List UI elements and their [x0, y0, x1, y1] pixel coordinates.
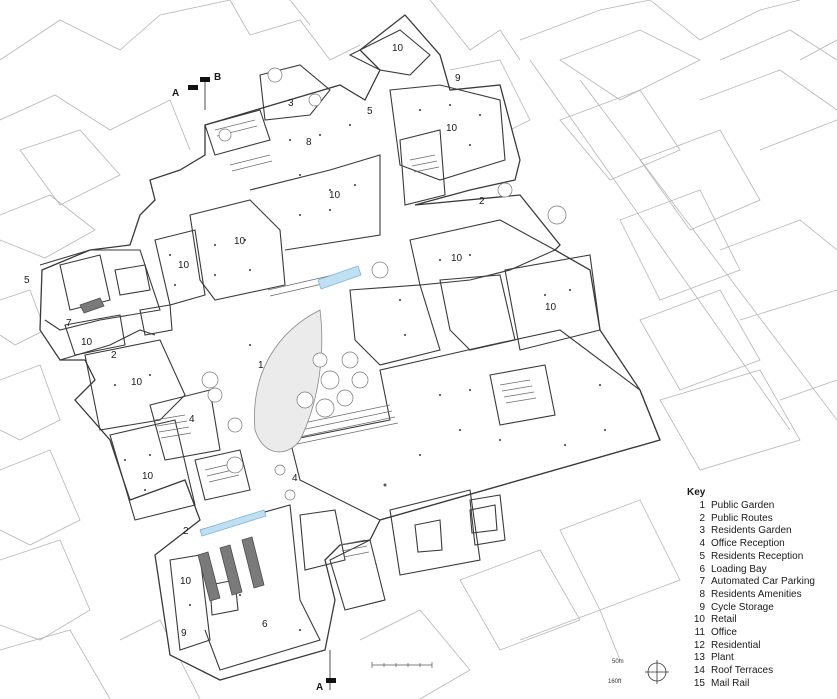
legend-item: 3 Residents Garden [687, 525, 827, 538]
legend-item-label: Automated Car Parking [711, 576, 815, 588]
legend-item-label: Roof Terraces [711, 665, 774, 677]
legend-item-label: Office [711, 627, 737, 639]
legend-item-number: 7 [699, 576, 705, 588]
legend-item-number: 10 [693, 614, 705, 626]
legend-list: 1 Public Garden 2 Public Routes 3 Residents G… [687, 500, 827, 691]
label-7: 7 [66, 318, 72, 329]
legend-item-number: 4 [699, 538, 705, 550]
legend-item-number: 3 [699, 525, 705, 537]
legend-item-number: 12 [693, 639, 705, 651]
label-2: 2 [183, 526, 189, 537]
structural-columns [113, 103, 607, 632]
legend-item: 4 Office Reception [687, 538, 827, 551]
label-6: 6 [262, 619, 268, 630]
label-10: 10 [451, 253, 463, 264]
legend-item: 12 Residential [687, 640, 827, 653]
legend-item: 14 Roof Terraces [687, 665, 827, 678]
legend-item: 7 Automated Car Parking [687, 576, 827, 589]
legend-item-label: Residents Reception [711, 550, 804, 562]
legend-item-label: Cycle Storage [711, 601, 774, 613]
legend-item-label: Residential [711, 639, 761, 651]
label-10: 10 [392, 43, 404, 54]
legend-item-number: 9 [699, 601, 705, 613]
stair-hatching [154, 119, 537, 558]
legend-item-number: 11 [694, 627, 705, 639]
label-5: 5 [367, 106, 373, 117]
legend-item-label: Residents Garden [711, 525, 792, 537]
legend-item-number: 6 [699, 563, 705, 575]
section-label-a: A [172, 88, 179, 99]
label-10: 10 [178, 260, 190, 271]
vehicles [79, 297, 265, 602]
legend-item: 1 Public Garden [687, 500, 827, 513]
section-markers [188, 77, 336, 690]
label-10: 10 [180, 576, 192, 587]
label-4: 4 [292, 473, 298, 484]
label-2: 2 [479, 196, 485, 207]
legend-item: 6 Loading Bay [687, 564, 827, 577]
label-8: 8 [306, 137, 312, 148]
scale-bar [371, 662, 433, 668]
legend-item-number: 1 [699, 500, 705, 511]
water-features [199, 265, 362, 537]
plan-number-labels: 10 10 10 10 10 10 10 10 10 10 10 9 9 3 5… [24, 43, 557, 693]
section-label-a: A [316, 682, 323, 693]
label-9: 9 [181, 628, 187, 639]
legend-item: 10 Retail [687, 614, 827, 627]
legend-item: 8 Residents Amenities [687, 589, 827, 602]
legend-item-number: 5 [699, 550, 705, 562]
building-walls [39, 14, 661, 681]
legend-item-label: Office Reception [711, 538, 785, 550]
north-arrow [645, 660, 669, 684]
scale-imperial-label: 160ft [608, 679, 622, 685]
interior-walls [39, 29, 661, 671]
legend-item-label: Loading Bay [711, 563, 767, 575]
legend-item-label: Mail Rail [711, 677, 750, 689]
legend-item: 13 Plant [687, 652, 827, 665]
legend-item: 9 Cycle Storage [687, 602, 827, 615]
legend-item-number: 14 [693, 665, 705, 677]
label-10: 10 [545, 302, 557, 313]
label-5: 5 [24, 275, 30, 286]
legend-item-number: 2 [699, 512, 705, 524]
legend-item-label: Plant [711, 652, 734, 664]
legend-item-label: Public Routes [711, 512, 773, 524]
legend-item-label: Residents Amenities [711, 588, 802, 600]
legend-item-number: 15 [693, 677, 705, 689]
label-10: 10 [142, 471, 154, 482]
legend-item: 5 Residents Reception [687, 551, 827, 564]
label-10: 10 [131, 377, 143, 388]
legend-item-number: 13 [693, 652, 705, 664]
label-1: 1 [258, 360, 264, 371]
legend-item: 2 Public Routes [687, 513, 827, 526]
scale-metric-label: 50m [612, 659, 624, 665]
public-garden [201, 67, 567, 501]
section-label-b: B [214, 72, 221, 83]
label-10: 10 [234, 236, 246, 247]
legend-title: Key [687, 487, 706, 498]
label-10: 10 [81, 337, 93, 348]
legend-item-label: Retail [711, 614, 737, 626]
label-10: 10 [446, 123, 458, 134]
label-4: 4 [189, 414, 195, 425]
label-2: 2 [111, 350, 117, 361]
legend-item-label: Public Garden [711, 500, 775, 511]
legend-item: 15 Mail Rail [687, 678, 827, 691]
legend-item-number: 8 [699, 588, 705, 600]
label-9: 9 [455, 73, 461, 84]
label-3: 3 [288, 98, 294, 109]
label-10: 10 [329, 190, 341, 201]
legend-item: 11 Office [687, 627, 827, 640]
